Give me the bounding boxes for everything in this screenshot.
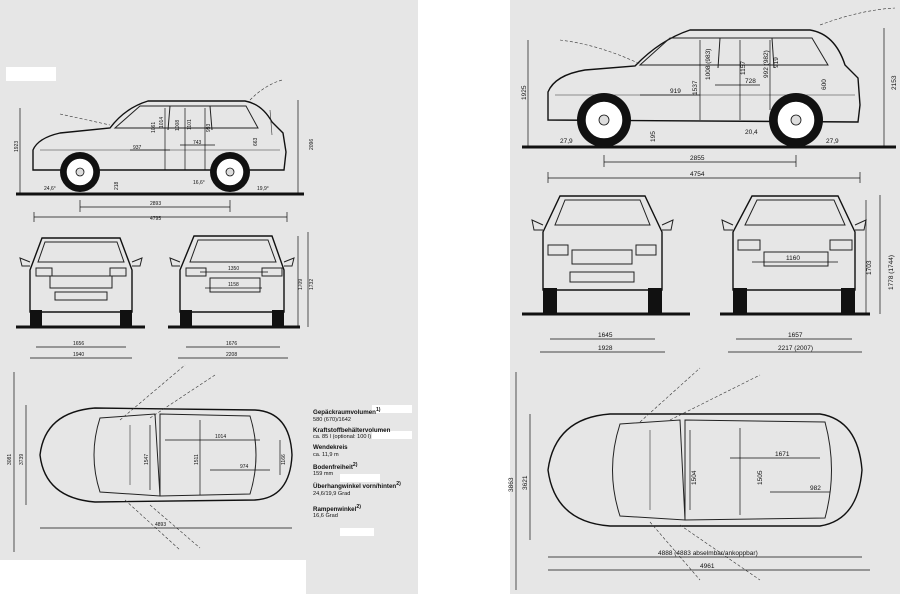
angle-rear: 19,9° bbox=[257, 186, 269, 192]
dim-2208: 2208 bbox=[226, 352, 237, 358]
redaction-block bbox=[0, 560, 306, 594]
dim-993: 993 bbox=[206, 123, 212, 132]
dim-1676: 1676 bbox=[226, 341, 237, 347]
angle-ramp: 16,6° bbox=[193, 180, 205, 186]
dim-1014: 1014 bbox=[159, 117, 165, 128]
spec-value: 580 (670)/1642 bbox=[313, 416, 351, 423]
dim-r-1657: 1657 bbox=[788, 332, 803, 339]
dim-1166: 1166 bbox=[281, 454, 287, 465]
spec-item: Überhangwinkel vorn/hinten2) 24,6/19,9 G… bbox=[313, 481, 423, 498]
dim-2893: 2893 bbox=[150, 201, 161, 207]
dim-r-728: 728 bbox=[745, 78, 756, 85]
left-front-view: 1656 1940 bbox=[16, 237, 145, 359]
dim-1940: 1940 bbox=[73, 352, 84, 358]
dim-1923: 1923 bbox=[14, 141, 20, 152]
dim-743: 743 bbox=[193, 140, 202, 146]
redaction-block bbox=[6, 67, 56, 81]
dim-r-1645: 1645 bbox=[598, 332, 613, 339]
angle-r-front: 27,9 bbox=[560, 138, 573, 145]
spec-value: ca. 85 l (optional: 100 l) bbox=[313, 434, 372, 441]
dim-974: 974 bbox=[240, 464, 249, 470]
spec-heading: Kraftstoffbehältervolumen bbox=[313, 426, 391, 434]
dim-218: 218 bbox=[114, 181, 120, 190]
redaction-block bbox=[372, 405, 412, 413]
right-rear-view: 1160 1657 2217 (2007) 1703 1778 (1744) bbox=[720, 195, 895, 353]
dim-r-2217: 2217 (2007) bbox=[778, 345, 813, 352]
dim-r-4888: 4888 (4883 abselmbar/ankoppbar) bbox=[658, 550, 758, 557]
dim-1158: 1158 bbox=[228, 282, 239, 288]
dim-663: 663 bbox=[253, 137, 259, 146]
dim-3739: 3739 bbox=[19, 454, 25, 465]
dim-1732: 1732 bbox=[309, 279, 315, 290]
spec-value: 24,6/19,9 Grad bbox=[313, 490, 351, 497]
dim-4893: 4893 bbox=[155, 522, 166, 528]
dim-r-919: 919 bbox=[670, 88, 681, 95]
dim-r-4754: 4754 bbox=[690, 171, 705, 178]
dim-r-600: 600 bbox=[821, 79, 828, 90]
redaction-block bbox=[340, 528, 374, 536]
left-rear-view: 1350 1158 1676 2208 1709 1732 bbox=[168, 232, 315, 359]
spec-value: 159 mm bbox=[313, 471, 334, 478]
dim-r-982: 982 bbox=[810, 485, 821, 492]
left-top-view: 3081 3739 1547 1511 1014 974 1166 4893 bbox=[7, 364, 293, 552]
dim-4795: 4795 bbox=[150, 216, 161, 222]
dim-r-1537: 1537 bbox=[692, 80, 699, 95]
dim-r-1157: 1157 bbox=[740, 61, 747, 75]
right-page bbox=[510, 0, 900, 594]
right-top-view: 3863 3621 1504 1505 1671 982 4888 (4883 … bbox=[508, 367, 870, 590]
spec-item: Wendekreis ca. 11,9 m bbox=[313, 444, 423, 459]
dim-r-1160: 1160 bbox=[786, 255, 800, 262]
dim-1350: 1350 bbox=[228, 266, 239, 272]
dim-1656: 1656 bbox=[73, 341, 84, 347]
dim-3081: 3081 bbox=[7, 454, 13, 465]
dim-1101: 1101 bbox=[187, 119, 193, 130]
spec-value: ca. 11,9 m bbox=[313, 451, 339, 458]
spec-item: Bodenfreiheit2) 159 mm bbox=[313, 462, 423, 479]
dim-1008: 1008 bbox=[175, 120, 181, 131]
dim-r-195: 195 bbox=[650, 131, 657, 142]
dim-r-2855: 2855 bbox=[690, 155, 705, 162]
spec-heading: Rampenwinkel2) bbox=[313, 503, 361, 513]
dim-1014-top: 1014 bbox=[215, 434, 226, 440]
dim-r-1008: 1008 (983) bbox=[705, 49, 712, 80]
dim-r-992: 992 (982) bbox=[763, 50, 770, 78]
spec-item: Rampenwinkel2) 16,6 Grad bbox=[313, 504, 423, 521]
dim-r-1671: 1671 bbox=[775, 451, 790, 458]
dim-r-919b: 919 bbox=[773, 57, 780, 68]
right-front-view: 1645 1928 bbox=[522, 195, 690, 353]
spec-heading: Wendekreis bbox=[313, 444, 348, 452]
left-side-view: 2893 4795 1923 2096 937 743 993 1014 110… bbox=[14, 79, 315, 222]
dim-r-3621: 3621 bbox=[522, 475, 529, 490]
dim-r-1504: 1504 bbox=[691, 470, 698, 485]
dim-r-3863: 3863 bbox=[508, 477, 515, 492]
dim-1547: 1547 bbox=[144, 454, 150, 465]
dim-r-1928: 1928 bbox=[598, 345, 613, 352]
dim-r-1925: 1925 bbox=[521, 85, 528, 100]
spec-heading: Gepäckraumvolumen1) bbox=[313, 407, 381, 417]
dim-1061: 1061 bbox=[151, 122, 157, 133]
spec-item: Kraftstoffbehältervolumen ca. 85 l (opti… bbox=[313, 427, 423, 442]
dim-2096: 2096 bbox=[309, 139, 315, 150]
dim-r-1505: 1505 bbox=[757, 470, 764, 485]
spec-list: Gepäckraumvolumen1) 580 (670)/1642 Kraft… bbox=[313, 404, 423, 520]
spec-heading: Überhangwinkel vorn/hinten2) bbox=[313, 481, 401, 491]
redaction-block bbox=[372, 431, 412, 439]
dim-r-1778: 1778 (1744) bbox=[888, 255, 895, 290]
dim-1511: 1511 bbox=[194, 454, 200, 465]
angle-r-rear: 27,9 bbox=[826, 138, 839, 145]
spec-heading: Bodenfreiheit2) bbox=[313, 461, 358, 471]
spec-item: Gepäckraumvolumen1) 580 (670)/1642 bbox=[313, 407, 423, 424]
right-side-view: 1925 2153 919 728 1537 1008 (983) 1157 9… bbox=[521, 7, 898, 183]
redaction-block bbox=[340, 474, 380, 482]
dim-r-1703: 1703 bbox=[866, 260, 873, 275]
dim-1709: 1709 bbox=[298, 279, 304, 290]
angle-front: 24,6° bbox=[44, 186, 56, 192]
dim-937: 937 bbox=[133, 145, 142, 151]
dim-r-2153: 2153 bbox=[891, 75, 898, 90]
dim-r-4961: 4961 bbox=[700, 563, 715, 570]
page-gutter bbox=[418, 0, 510, 594]
angle-r-ramp: 20,4 bbox=[745, 129, 758, 136]
spec-value: 16,6 Grad bbox=[313, 513, 338, 520]
